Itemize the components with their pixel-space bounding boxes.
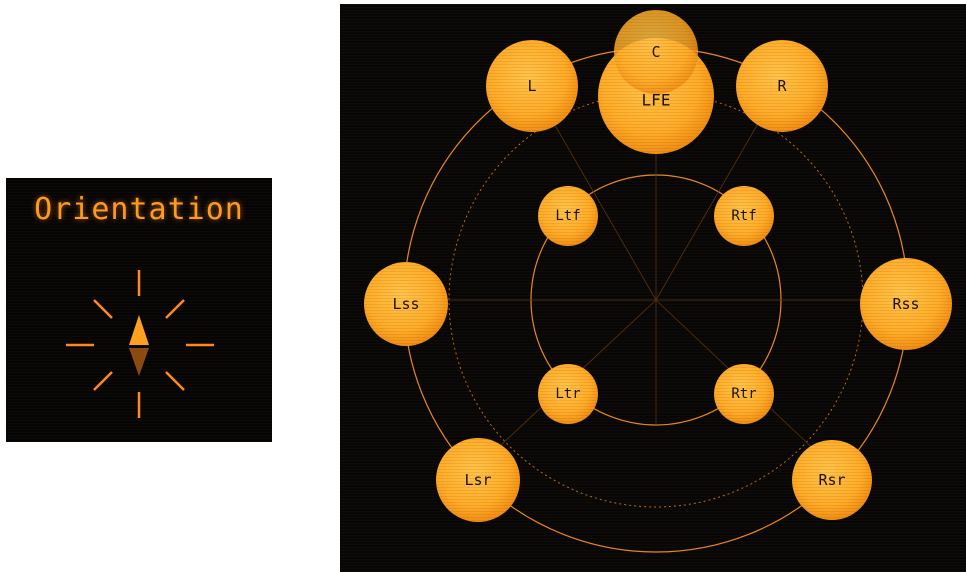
speaker-rtr[interactable]: Rtr [714, 364, 774, 424]
speaker-label: Rsr [818, 471, 845, 489]
speaker-label: R [777, 77, 787, 95]
compass-tick-sw [93, 371, 113, 391]
compass-needle-down-icon [129, 348, 149, 376]
speaker-scanlines [792, 440, 872, 520]
compass-tick-se [165, 371, 185, 391]
speaker-label: Lss [392, 295, 419, 313]
speaker-l[interactable]: L [486, 40, 578, 132]
speaker-scanlines [486, 40, 578, 132]
speaker-label: C [651, 43, 660, 61]
speaker-scanlines [714, 364, 774, 424]
speaker-scanlines [538, 364, 598, 424]
orientation-title: Orientation [34, 192, 244, 227]
speaker-label: Lsr [464, 471, 491, 489]
speaker-scanlines [860, 258, 952, 350]
compass-needle-up-icon[interactable] [129, 315, 149, 345]
speaker-label: L [527, 77, 536, 95]
orientation-panel: Orientation [6, 178, 272, 442]
speaker-label: Rss [892, 295, 919, 313]
speaker-r[interactable]: R [736, 40, 828, 132]
speaker-scanlines [736, 40, 828, 132]
speaker-scanlines [538, 186, 598, 246]
speaker-rsr[interactable]: Rsr [792, 440, 872, 520]
speaker-rss[interactable]: Rss [860, 258, 952, 350]
compass-tick-ne [165, 299, 185, 319]
orientation-compass[interactable] [6, 178, 272, 442]
speaker-scanlines [614, 10, 698, 94]
speaker-rtf[interactable]: Rtf [714, 186, 774, 246]
speaker-lsr[interactable]: Lsr [436, 438, 520, 522]
speaker-scanlines [436, 438, 520, 522]
speaker-ltf[interactable]: Ltf [538, 186, 598, 246]
speaker-label: Ltf [555, 208, 580, 224]
speaker-scanlines [364, 262, 448, 346]
speaker-scanlines [714, 186, 774, 246]
speaker-label: Rtr [731, 386, 756, 402]
speaker-c[interactable]: C [614, 10, 698, 94]
speaker-label: Rtf [731, 208, 756, 224]
speaker-label: LFE [642, 91, 671, 110]
speaker-lss[interactable]: Lss [364, 262, 448, 346]
speaker-label: Ltr [555, 386, 580, 402]
speaker-ltr[interactable]: Ltr [538, 364, 598, 424]
compass-tick-nw [93, 299, 113, 319]
